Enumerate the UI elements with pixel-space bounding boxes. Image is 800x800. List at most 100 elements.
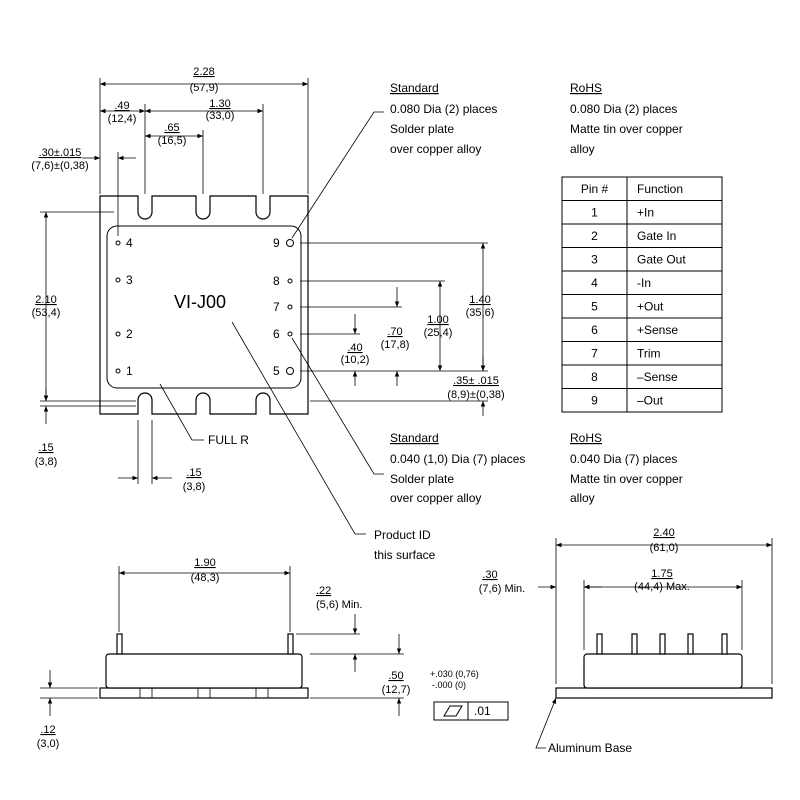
dim-61-0: (61,0)	[650, 542, 679, 554]
pin-2	[115, 331, 121, 337]
dim-53-4: (53,4)	[32, 307, 61, 319]
product-label: VI-J00	[174, 292, 226, 312]
dim-0-40: .40	[347, 342, 362, 354]
pin-3	[115, 277, 121, 283]
top-dimensions: 2.28 (57,9) .49 (12,4) 1.30 (33,0) .65 (…	[31, 66, 505, 535]
end-base	[555, 687, 773, 699]
dim-3-8-left: (3,8)	[35, 456, 58, 468]
end-pin-4	[687, 633, 694, 655]
pin-1-label: 1	[126, 364, 133, 378]
svg-text:Solder plate: Solder plate	[390, 472, 454, 486]
pin-9	[286, 239, 294, 247]
svg-text:0.040 Dia (7) places: 0.040 Dia (7) places	[570, 452, 677, 466]
pin-table-cell-function: +Out	[637, 300, 664, 314]
side-pin-left	[116, 633, 123, 655]
flatness-value: .01	[474, 704, 491, 718]
dim-57-9: (57,9)	[190, 82, 219, 94]
svg-text:Product ID: Product ID	[374, 528, 431, 542]
dim-48-3: (48,3)	[191, 572, 220, 584]
svg-text:Standard: Standard	[390, 81, 439, 95]
pin-table-cell-pin: 6	[591, 323, 598, 337]
svg-text:Matte tin over copper: Matte tin over copper	[570, 122, 683, 136]
pin-table-cell-function: Trim	[637, 347, 661, 361]
side-body	[105, 653, 303, 689]
dim-5-6-min: (5,6) Min.	[316, 599, 362, 611]
pin-table-cell-pin: 1	[591, 206, 598, 220]
pin-8-label: 8	[273, 274, 280, 288]
full-r-label: FULL R	[208, 433, 249, 447]
svg-text:alloy: alloy	[570, 491, 595, 505]
side-pin-right	[287, 633, 294, 655]
pin-4-label: 4	[126, 236, 133, 250]
svg-text:RoHS: RoHS	[570, 431, 602, 445]
note-rohs-small: RoHS 0.040 Dia (7) places Matte tin over…	[570, 431, 683, 505]
module-outline	[99, 195, 309, 415]
svg-text:over copper alloy: over copper alloy	[390, 491, 481, 505]
dim-10-2: (10,2)	[341, 354, 370, 366]
dim-0-50: .50	[388, 670, 403, 682]
pin-table-cell-function: –Sense	[637, 370, 678, 384]
pin-table-cell-function: +Sense	[637, 323, 678, 337]
dim-17-8: (17,8)	[381, 339, 410, 351]
pin-2-label: 2	[126, 327, 133, 341]
dim-0-15-bottom: .15	[186, 467, 201, 479]
pin-7	[287, 304, 293, 310]
dim-1-40: 1.40	[469, 294, 490, 306]
dim-33-0: (33,0)	[206, 110, 235, 122]
pin-table-cell-pin: 5	[591, 300, 598, 314]
svg-text:0.080 Dia (2) places: 0.080 Dia (2) places	[390, 102, 497, 116]
top-view: 4 3 2 1 9 8 7 6 5 VI-J00	[99, 195, 309, 415]
note-product-id: Product ID this surface	[374, 528, 436, 562]
dim-7-6-tol: (7,6)±(0,38)	[31, 160, 88, 172]
svg-text:this surface: this surface	[374, 548, 436, 562]
pin-6	[287, 331, 293, 337]
note-standard-large: Standard 0.080 Dia (2) places Solder pla…	[390, 81, 497, 156]
dim-25-4: (25,4)	[424, 327, 453, 339]
pin-table-cell-function: –Out	[637, 394, 664, 408]
end-pin-1	[596, 633, 603, 655]
dim-3-0: (3,0)	[37, 738, 60, 750]
dim-0-12: .12	[40, 724, 55, 736]
dim-0-65: .65	[164, 122, 179, 134]
svg-text:over copper alloy: over copper alloy	[390, 142, 481, 156]
svg-text:0.040 (1,0) Dia (7) places: 0.040 (1,0) Dia (7) places	[390, 452, 525, 466]
dim-44-4-max: (44,4) Max.	[634, 581, 690, 593]
pin-5-label: 5	[273, 364, 280, 378]
pin-table-cell-function: Gate Out	[637, 253, 686, 267]
pin-3-label: 3	[126, 273, 133, 287]
dim-8-9-tol: (8,9)±(0,38)	[447, 389, 504, 401]
svg-text:Solder plate: Solder plate	[390, 122, 454, 136]
flatness-frame	[433, 701, 509, 721]
dim-0-30-tol: .30±.015	[39, 147, 82, 159]
tol-plus: +.030 (0,76)	[430, 669, 479, 679]
dim-0-30-end: .30	[482, 569, 497, 581]
dim-0-70: .70	[387, 326, 402, 338]
dim-2-28: 2.28	[193, 66, 214, 78]
pin-table-cell-function: Gate In	[637, 229, 676, 243]
pin-table-cell-pin: 3	[591, 253, 598, 267]
end-pin-2	[631, 633, 638, 655]
pin-table-header-function: Function	[637, 182, 683, 196]
dim-0-35-tol: .35± .015	[453, 375, 499, 387]
note-standard-small: Standard 0.040 (1,0) Dia (7) places Sold…	[390, 431, 525, 505]
dim-3-8-bottom: (3,8)	[183, 481, 206, 493]
end-pin-5	[721, 633, 728, 655]
pin-6-label: 6	[273, 327, 280, 341]
svg-text:RoHS: RoHS	[570, 81, 602, 95]
dim-12-7: (12,7)	[382, 684, 411, 696]
dim-2-40: 2.40	[653, 527, 674, 539]
pin-4	[115, 240, 121, 246]
end-pin-3	[659, 633, 666, 655]
aluminum-base-label: Aluminum Base	[548, 741, 632, 755]
pin-1	[115, 368, 121, 374]
pin-table-header-pin: Pin #	[581, 182, 609, 196]
dim-2-10: 2.10	[35, 294, 56, 306]
dim-7-6-min: (7,6) Min.	[479, 583, 525, 595]
pin-7-label: 7	[273, 300, 280, 314]
pin-table-cell-function: -In	[637, 276, 651, 290]
pin-5	[286, 367, 294, 375]
dim-35-6: (35,6)	[466, 307, 495, 319]
dim-16-5: (16,5)	[158, 135, 187, 147]
